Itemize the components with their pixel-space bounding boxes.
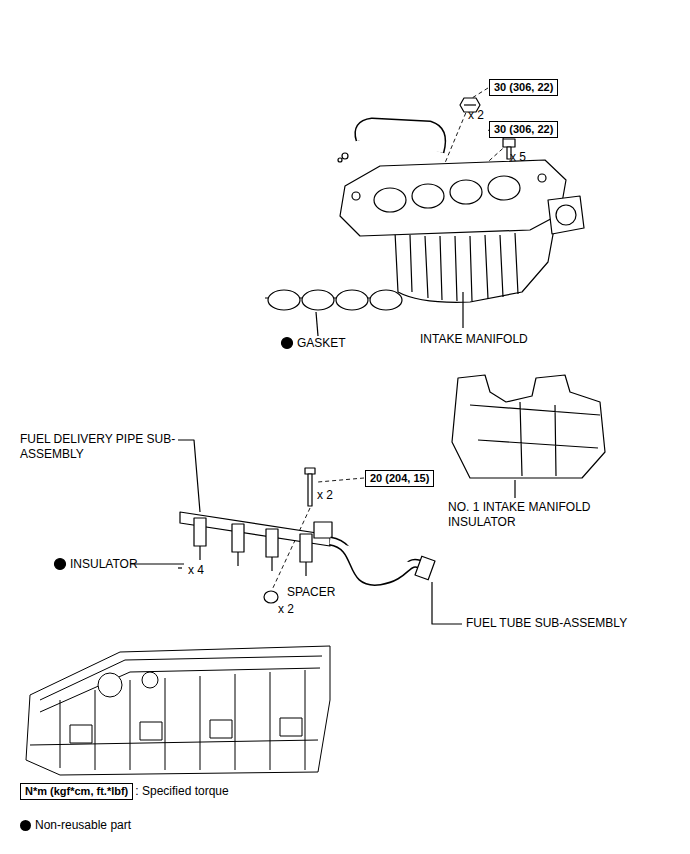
non-reusable-dot — [55, 559, 66, 570]
part-name: INSULATOR — [70, 557, 138, 572]
leader-line — [316, 312, 318, 336]
fuel-delivery-pipe — [178, 468, 435, 603]
torque-value: 30 (306, 22) — [494, 81, 553, 94]
part-name: FUEL DELIVERY PIPE SUB-ASSEMBLY — [20, 432, 180, 462]
part-name: SPACER — [287, 585, 335, 600]
intake-manifold — [338, 122, 584, 302]
part-name: GASKET — [297, 336, 346, 351]
part-name: FUEL TUBE SUB-ASSEMBLY — [466, 616, 627, 631]
leader-line — [432, 582, 462, 624]
leader-line — [130, 563, 184, 564]
quantity: x 2 — [278, 602, 294, 617]
leader-line — [514, 480, 515, 498]
non-reusable-dot — [282, 338, 293, 349]
legend-text: Non-reusable part — [35, 818, 131, 833]
gasket — [265, 290, 402, 310]
legend-entry: Non-reusable part — [20, 818, 131, 833]
torque-box: 30 (306, 22) — [489, 79, 558, 96]
leader-line — [178, 440, 200, 512]
torque-box: 30 (306, 22) — [489, 121, 558, 138]
quantity: x 4 — [188, 563, 204, 578]
part-name: INTAKE MANIFOLD — [420, 332, 528, 347]
torque-value: 30 (306, 22) — [494, 123, 553, 136]
insulator-cover — [452, 375, 605, 478]
cylinder-head — [26, 646, 330, 775]
torque-value: 20 (204, 15) — [370, 472, 429, 485]
torque-box: 20 (204, 15) — [365, 470, 434, 487]
non-reusable-dot — [20, 820, 31, 831]
leader-line — [462, 292, 463, 328]
quantity: x 2 — [468, 108, 484, 123]
torque-legend-box: N*m (kgf*cm, ft.*lbf) — [20, 783, 133, 800]
quantity: x 5 — [510, 150, 526, 165]
part-name: NO. 1 INTAKE MANIFOLD INSULATOR — [448, 500, 628, 530]
quantity: x 2 — [317, 488, 333, 503]
torque-value: N*m (kgf*cm, ft.*lbf) — [25, 785, 128, 798]
legend-text: : Specified torque — [135, 784, 228, 799]
